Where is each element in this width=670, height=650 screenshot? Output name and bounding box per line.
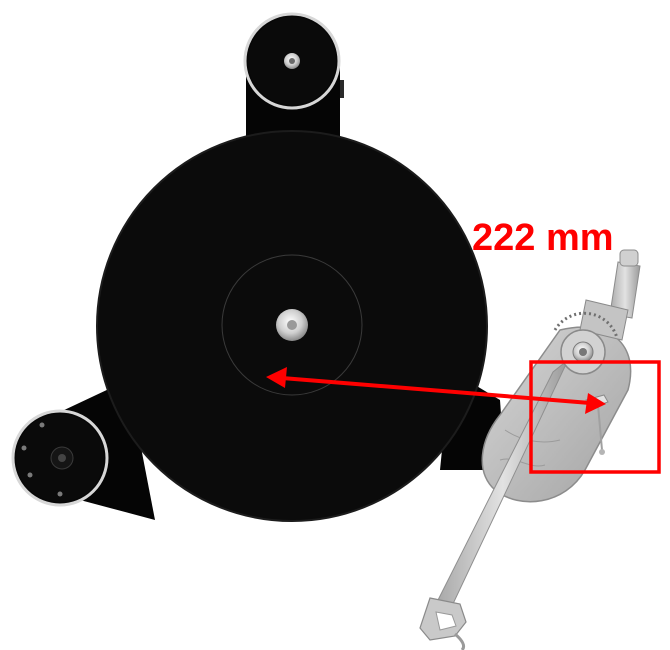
motor-pulley-icon xyxy=(50,446,74,470)
double-arrow-icon xyxy=(266,367,606,414)
platter xyxy=(96,130,488,522)
tonearm-icon xyxy=(419,249,641,650)
spindle-icon xyxy=(276,309,308,341)
motor-pod-top xyxy=(243,12,344,110)
motor-pod-left xyxy=(11,409,109,507)
measurement-label: 222 mm xyxy=(472,217,614,259)
speed-markers xyxy=(21,422,63,497)
motor-pulley-icon xyxy=(284,53,300,69)
rectangle-outline-icon xyxy=(529,360,661,474)
